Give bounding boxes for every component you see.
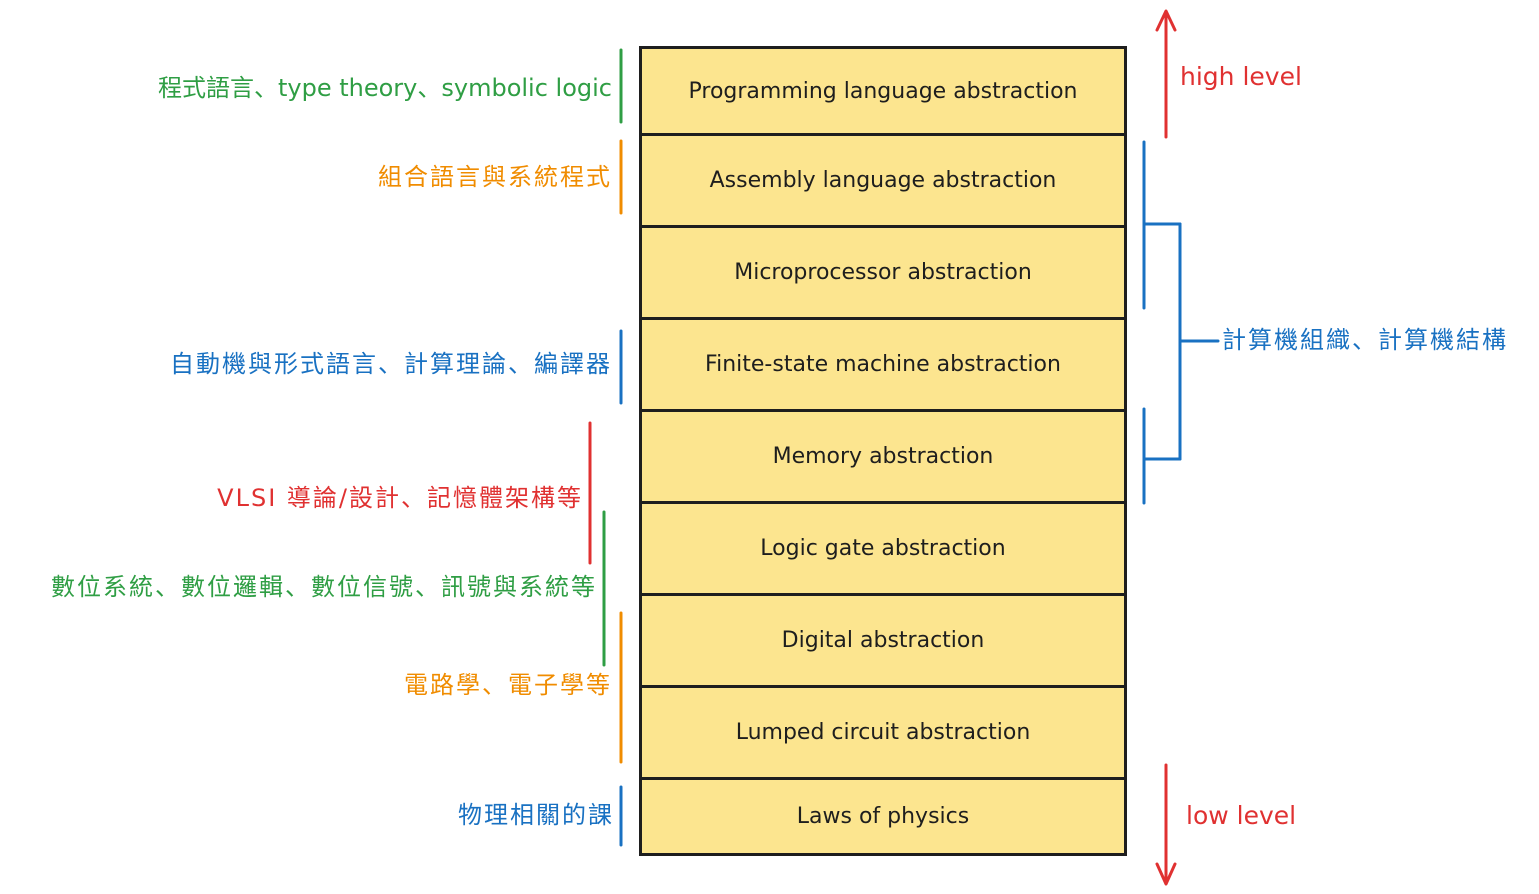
- layer-digital: Digital abstraction: [642, 596, 1124, 688]
- layer-label: Memory abstraction: [772, 444, 994, 469]
- annotation-physics-courses: 物理相關的課: [458, 801, 614, 829]
- layer-laws-of-physics: Laws of physics: [642, 780, 1124, 853]
- layer-label: Programming language abstraction: [688, 78, 1078, 104]
- layer-label: Digital abstraction: [781, 628, 985, 653]
- high-level-label: high level: [1180, 62, 1302, 91]
- layer-finite-state-machine: Finite-state machine abstraction: [642, 320, 1124, 412]
- annotation-circuit-courses: 電路學、電子學等: [404, 671, 612, 699]
- high-level-arrow-head: [1155, 9, 1177, 32]
- layer-lumped-circuit: Lumped circuit abstraction: [642, 688, 1124, 780]
- abstraction-stack: Programming language abstraction Assembl…: [639, 46, 1127, 856]
- layer-assembly-language: Assembly language abstraction: [642, 136, 1124, 228]
- annotation-computer-organization: 計算機組織、計算機結構: [1222, 326, 1508, 354]
- layer-logic-gate: Logic gate abstraction: [642, 504, 1124, 596]
- annotation-assembly-courses: 組合語言與系統程式: [378, 163, 612, 191]
- layer-microprocessor: Microprocessor abstraction: [642, 228, 1124, 320]
- layer-label: Assembly language abstraction: [709, 168, 1057, 193]
- annotation-vlsi-courses: VLSI 導論/設計、記憶體架構等: [217, 484, 583, 512]
- low-level-label: low level: [1186, 801, 1297, 830]
- layer-label: Lumped circuit abstraction: [735, 720, 1031, 745]
- layer-label: Finite-state machine abstraction: [705, 352, 1061, 377]
- low-level-arrow-head: [1155, 862, 1177, 886]
- annotation-programming-courses: 程式語言、type theory、symbolic logic: [158, 74, 612, 102]
- layer-label: Laws of physics: [796, 804, 970, 829]
- layer-memory: Memory abstraction: [642, 412, 1124, 504]
- layer-programming-language: Programming language abstraction: [642, 49, 1124, 136]
- layer-label: Microprocessor abstraction: [734, 260, 1032, 285]
- annotation-theory-courses: 自動機與形式語言、計算理論、編譯器: [170, 350, 612, 378]
- layer-label: Logic gate abstraction: [760, 536, 1006, 561]
- annotation-digital-courses: 數位系統、數位邏輯、數位信號、訊號與系統等: [51, 573, 597, 601]
